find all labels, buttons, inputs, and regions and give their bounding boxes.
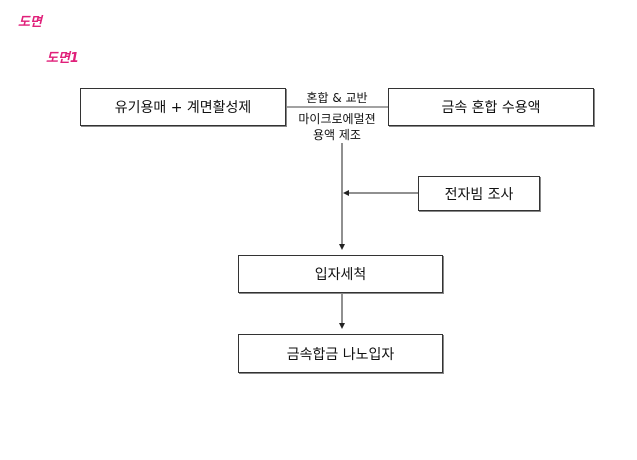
organic-solvent-box: 유기용매 + 계면활성제	[80, 88, 286, 126]
metal-solution-box: 금속 혼합 수용액	[388, 88, 594, 126]
washing-box: 입자세척	[238, 255, 443, 293]
microemulsion-label: 마이크로에멀젼	[298, 112, 376, 126]
figure-label: 도면1	[46, 51, 79, 66]
solution-prep-label: 용액 제조	[313, 128, 361, 142]
ebeam-box: 전자빔 조사	[418, 176, 540, 211]
product-box: 금속합금 나노입자	[238, 334, 443, 373]
mix-label: 혼합 & 교반	[306, 91, 368, 105]
heading: 도면	[18, 15, 42, 30]
